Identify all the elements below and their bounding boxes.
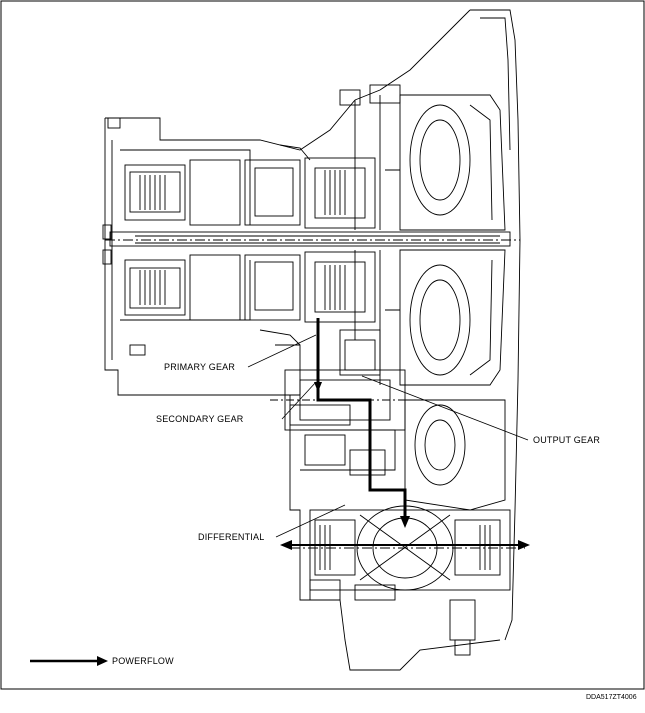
output-gear-label: OUTPUT GEAR (533, 435, 601, 445)
leader-lines (247, 334, 529, 538)
figure-border (0, 0, 645, 690)
primary-gear-label: PRIMARY GEAR (164, 362, 236, 372)
differential-label: DIFFERENTIAL (198, 532, 265, 542)
figure-code: DDA517ZT4006 (586, 694, 637, 701)
secondary-gear-label: SECONDARY GEAR (156, 414, 244, 424)
transaxle-housing (102, 9, 525, 671)
powerflow-path (314, 318, 410, 528)
differential-output-arrows (280, 540, 530, 550)
legend-arrow (30, 656, 108, 666)
legend-powerflow-label: POWERFLOW (112, 656, 174, 666)
